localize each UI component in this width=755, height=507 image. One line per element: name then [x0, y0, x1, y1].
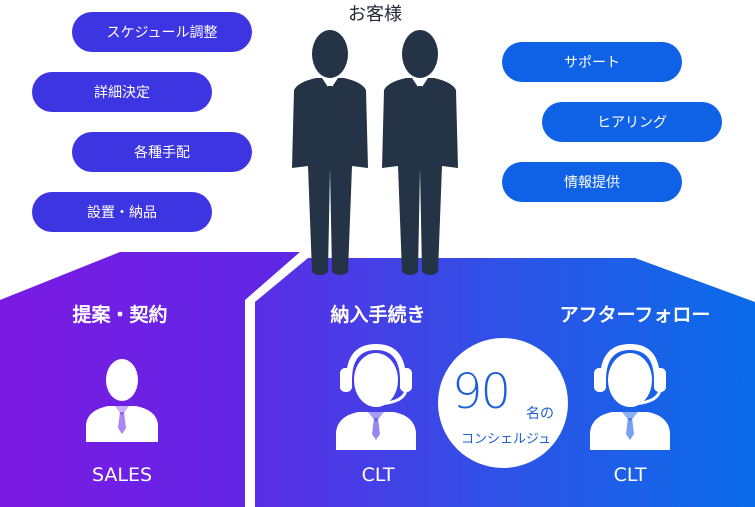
pill-support: サポート: [502, 42, 682, 82]
section-label-aftercare: アフターフォロー: [559, 304, 711, 326]
pill-hearing: ヒアリング: [542, 102, 722, 142]
customer-title: お客様: [348, 4, 402, 25]
pill-information: 情報提供: [502, 162, 682, 202]
pill-details: 詳細決定: [32, 72, 212, 112]
headset-operator-icon-2: [590, 344, 670, 450]
section-label-proposal: 提案・契約: [72, 304, 168, 326]
concierge-caption: コンシェルジュ: [460, 432, 552, 447]
pill-installation: 設置・納品: [32, 192, 212, 232]
concierge-unit: 名の: [526, 406, 554, 422]
pill-arrangements: 各種手配: [72, 132, 252, 172]
role-clt-2: CLT: [613, 464, 647, 486]
section-label-delivery: 納入手続き: [330, 304, 426, 326]
customer-businessmen-icon: [292, 30, 458, 275]
sales-person-icon: [86, 359, 158, 442]
headset-operator-icon: [336, 344, 416, 450]
concierge-count: 90: [452, 364, 511, 420]
role-clt-1: CLT: [361, 464, 395, 486]
pill-schedule: スケジュール調整: [72, 12, 252, 52]
left-panel: [0, 252, 300, 507]
role-sales: SALES: [91, 464, 153, 486]
concierge-badge: [438, 338, 568, 468]
